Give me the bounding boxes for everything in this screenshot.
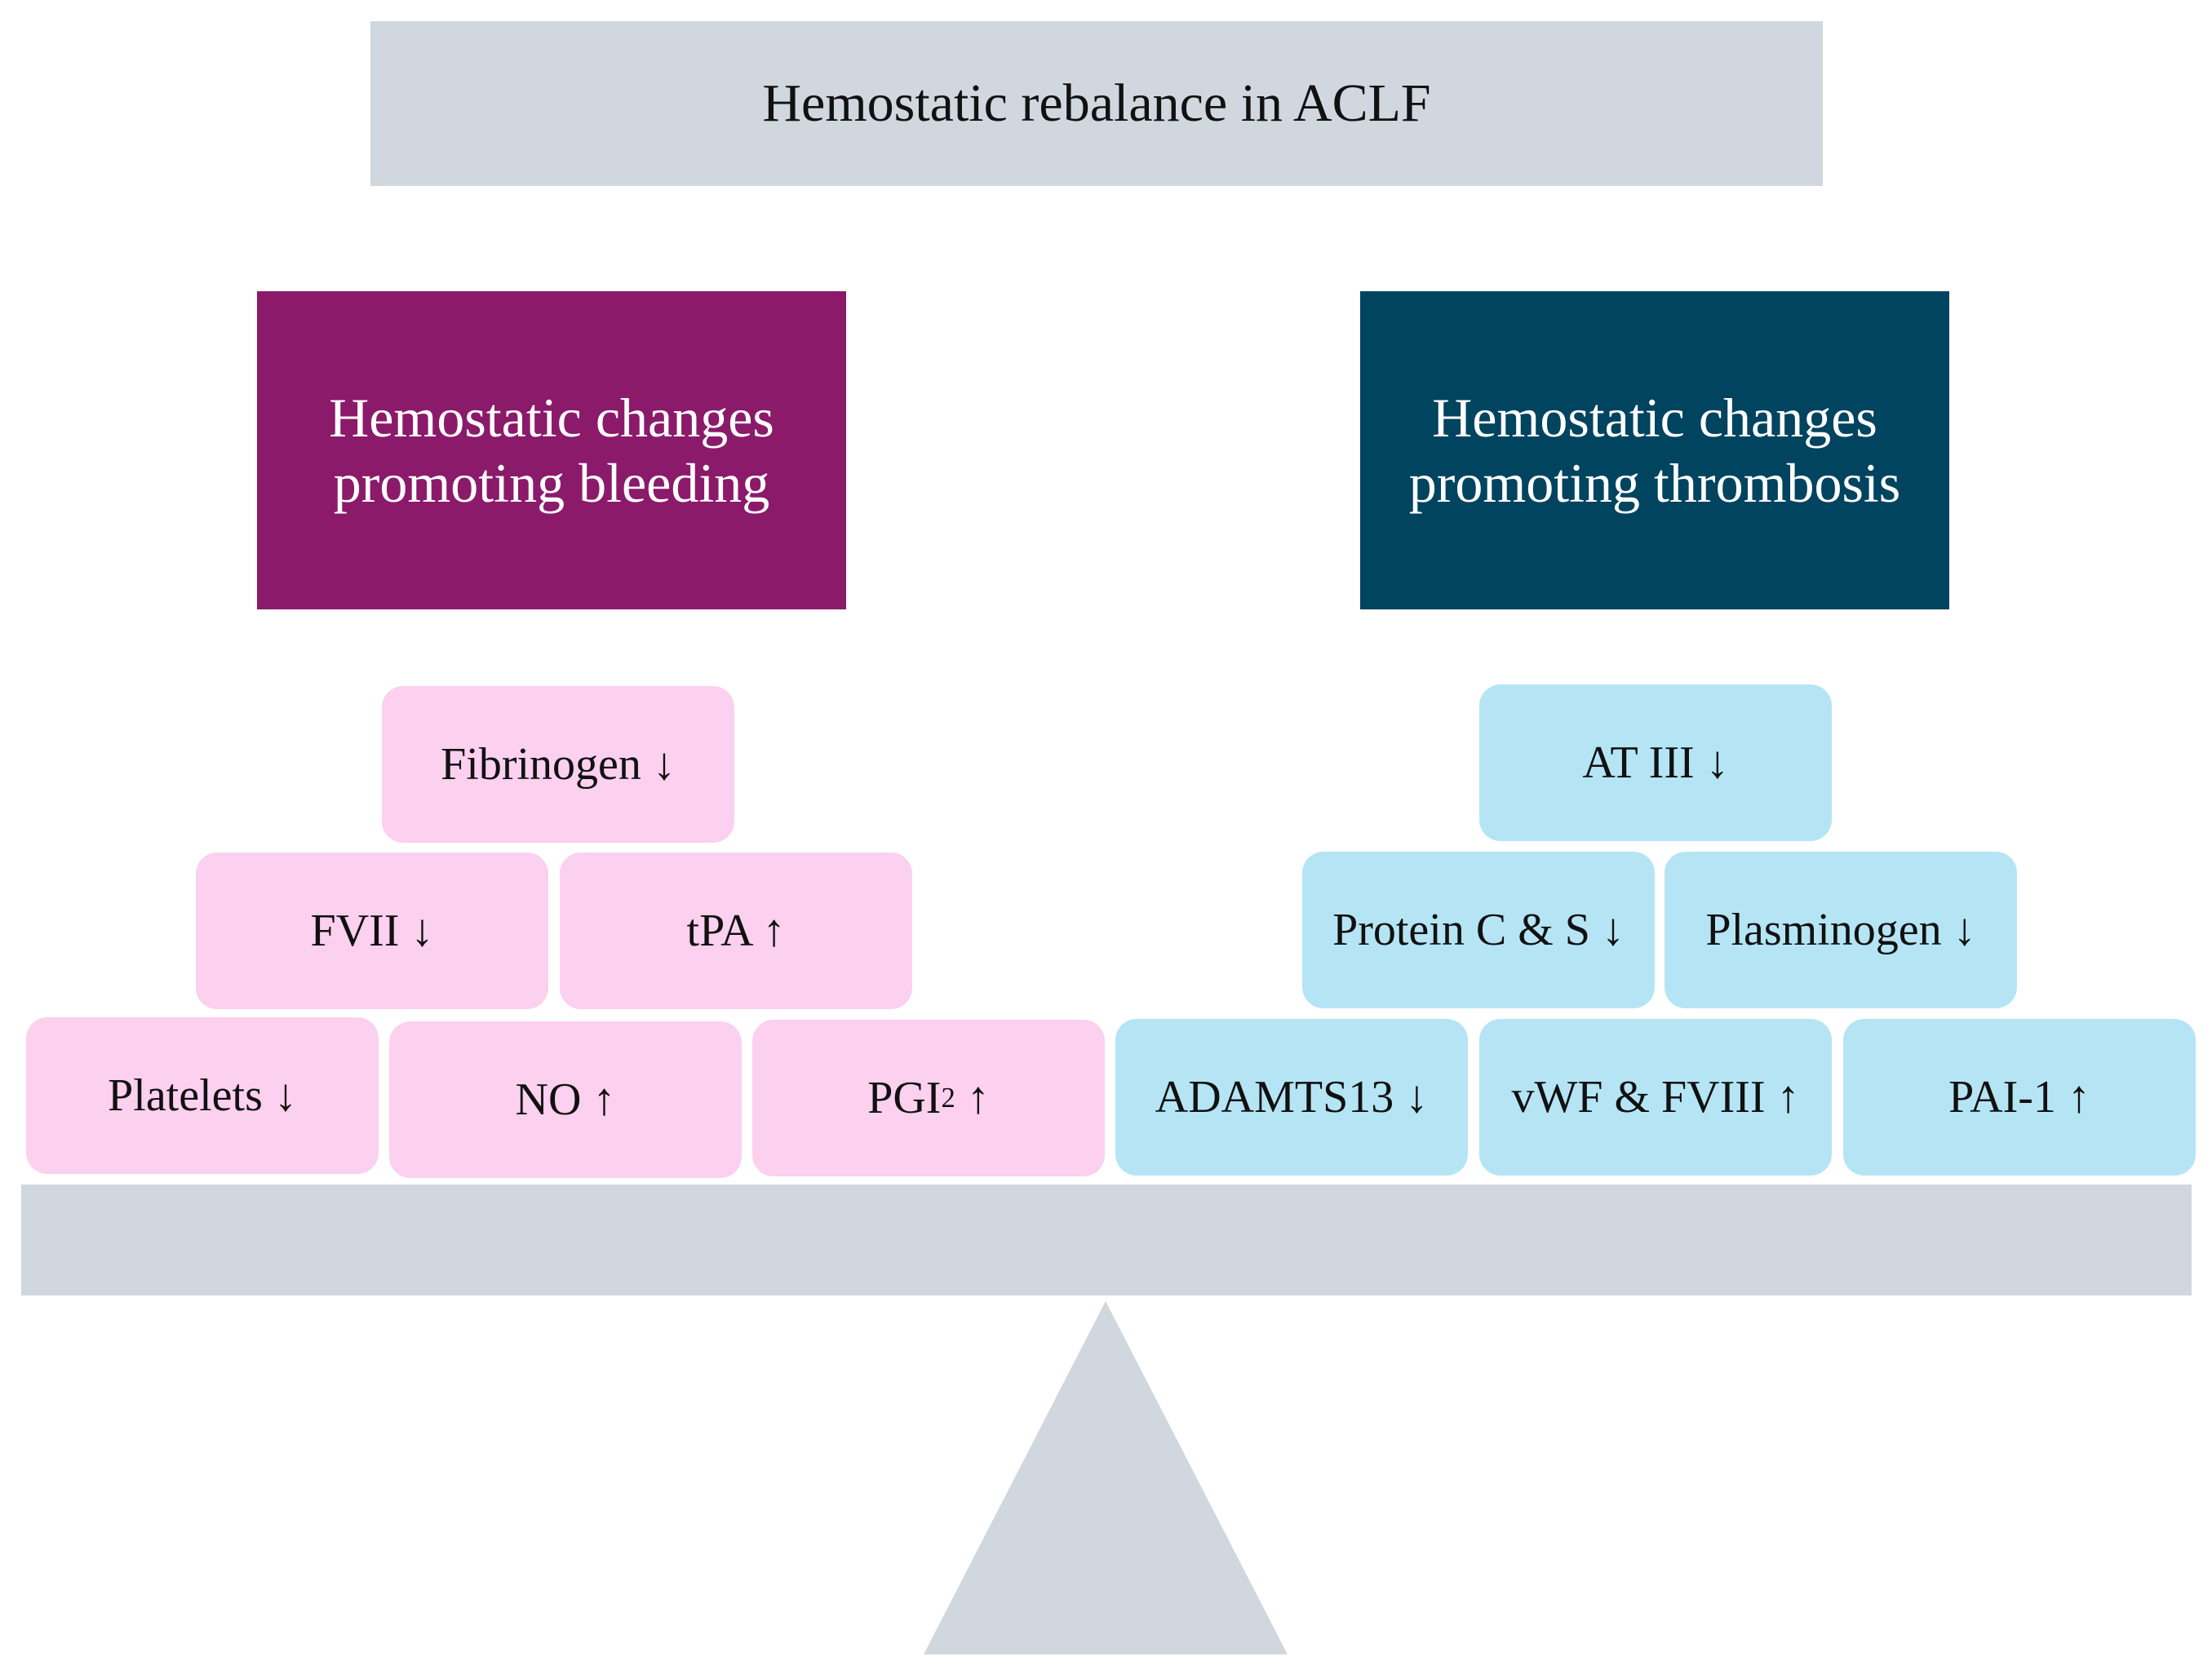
fvii-block: FVII ↓ xyxy=(196,852,548,1009)
bleeding-header-line2: promoting bleeding xyxy=(333,452,770,514)
at3-block: AT III ↓ xyxy=(1479,684,1832,841)
thrombosis-header-line1: Hemostatic changes xyxy=(1432,387,1877,449)
no-block: NO ↑ xyxy=(389,1021,742,1178)
diagram-title: Hemostatic rebalance in ACLF xyxy=(370,21,1823,186)
plasminogen-block: Plasminogen ↓ xyxy=(1665,852,2017,1008)
protein-cs-block: Protein C & S ↓ xyxy=(1302,852,1655,1008)
pai1-block: PAI-1 ↑ xyxy=(1843,1019,2196,1176)
pgi2-arrow: ↑ xyxy=(955,1073,990,1123)
balance-beam xyxy=(21,1185,2192,1295)
bleeding-header-line1: Hemostatic changes xyxy=(329,387,774,449)
bleeding-header: Hemostatic changes promoting bleeding xyxy=(257,291,846,609)
fulcrum-triangle xyxy=(924,1301,1288,1654)
pgi2-base: PGI xyxy=(867,1073,942,1123)
title-text: Hemostatic rebalance in ACLF xyxy=(762,73,1431,133)
adamts13-block: ADAMTS13 ↓ xyxy=(1115,1019,1468,1176)
thrombosis-header-line2: promoting thrombosis xyxy=(1408,452,1901,514)
platelets-block: Platelets ↓ xyxy=(26,1017,379,1174)
tpa-block: tPA ↑ xyxy=(560,852,912,1009)
fibrinogen-block: Fibrinogen ↓ xyxy=(382,686,734,843)
vwf-fviii-block: vWF & FVIII ↑ xyxy=(1479,1019,1832,1176)
thrombosis-header: Hemostatic changes promoting thrombosis xyxy=(1360,291,1949,609)
